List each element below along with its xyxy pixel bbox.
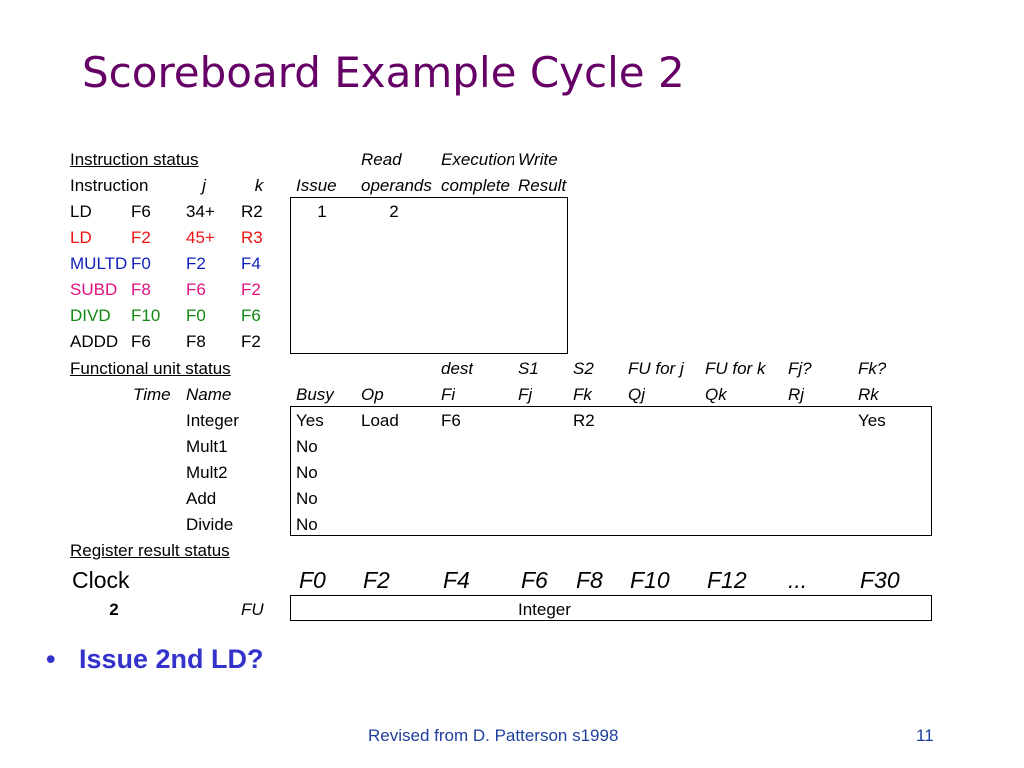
- instruction-cell-issue: 1: [317, 202, 327, 221]
- clock-value: 2: [109, 600, 119, 619]
- fu-cell-busy: No: [296, 463, 318, 482]
- instruction-cell-dest: F2: [131, 228, 151, 247]
- instruction-cell-op: DIVD: [70, 306, 111, 325]
- functional-unit-status-label: Functional unit status: [70, 359, 231, 378]
- col-fu-for-k-header: FU for k: [705, 359, 766, 378]
- register-header: F30: [860, 567, 900, 593]
- col-busy-header: Busy: [296, 385, 334, 404]
- col-qj-header: Qj: [628, 385, 645, 404]
- instruction-cell-j: F8: [186, 332, 206, 351]
- col-issue-header: Issue: [296, 176, 337, 195]
- col-time-header: Time: [133, 385, 171, 404]
- col-write-header-2: Result: [518, 176, 567, 195]
- col-s2-header: S2: [573, 359, 594, 378]
- instruction-cell-op: ADDD: [70, 332, 119, 351]
- col-fu-for-j-header: FU for j: [628, 359, 684, 378]
- clock-label: Clock: [72, 567, 130, 593]
- fu-cell-name: Integer: [186, 411, 239, 430]
- instruction-cell-read: 2: [389, 202, 399, 221]
- col-j-header: j: [202, 176, 206, 195]
- fu-cell-busy: No: [296, 515, 318, 534]
- fu-cell-busy: No: [296, 437, 318, 456]
- col-rk-header: Rk: [858, 385, 879, 404]
- col-qk-header: Qk: [705, 385, 727, 404]
- instruction-cell-op: LD: [70, 228, 92, 247]
- fu-cell-busy: Yes: [296, 411, 324, 430]
- instruction-cell-k: R2: [241, 202, 263, 221]
- instruction-cell-dest: F6: [131, 332, 151, 351]
- col-k-header: k: [254, 176, 264, 195]
- instruction-cell-j: F2: [186, 254, 206, 273]
- instruction-cell-k: F2: [241, 332, 261, 351]
- instruction-cell-dest: F0: [131, 254, 151, 273]
- instruction-cell-k: F4: [241, 254, 261, 273]
- col-fk-header: Fk: [573, 385, 592, 404]
- fu-cell-rk: Yes: [858, 411, 886, 430]
- fu-cell-busy: No: [296, 489, 318, 508]
- fu-label: FU: [241, 600, 264, 619]
- col-fi-header: Fi: [441, 385, 456, 404]
- col-rj-header: Rj: [788, 385, 805, 404]
- register-header: F8: [576, 567, 603, 593]
- col-fk-ready-header: Fk?: [858, 359, 887, 378]
- col-fj-header: Fj: [518, 385, 533, 404]
- slide-title: Scoreboard Example Cycle 2: [82, 48, 685, 97]
- instruction-cell-j: F0: [186, 306, 206, 325]
- register-result-box: [290, 595, 932, 621]
- instruction-cell-op: SUBD: [70, 280, 118, 299]
- bullet-item: • Issue 2nd LD?: [46, 644, 264, 675]
- col-execute-header-2: complete: [441, 176, 510, 195]
- fu-cell-name: Divide: [186, 515, 234, 534]
- col-execute-header: Execution: [441, 150, 514, 169]
- instruction-status-box: [290, 197, 568, 354]
- col-dest-header: dest: [441, 359, 474, 378]
- instruction-cell-op: MULTD: [70, 254, 127, 273]
- instruction-cell-dest: F10: [131, 306, 161, 325]
- col-instruction-header: Instruction: [70, 176, 149, 195]
- register-header: F4: [443, 567, 470, 593]
- instruction-cell-k: R3: [241, 228, 263, 247]
- register-result-status-label: Register result status: [70, 541, 230, 560]
- bullet-dot-icon: •: [46, 644, 56, 674]
- functional-unit-box: [290, 406, 932, 536]
- footer-credit: Revised from D. Patterson s1998: [368, 726, 619, 745]
- bullet-text: Issue 2nd LD?: [79, 644, 264, 674]
- fu-cell-fk: R2: [573, 411, 595, 430]
- instruction-cell-k: F2: [241, 280, 261, 299]
- instruction-cell-dest: F6: [131, 202, 151, 221]
- col-op-header: Op: [361, 385, 384, 404]
- instruction-cell-k: F6: [241, 306, 261, 325]
- register-header: F0: [299, 567, 326, 593]
- instruction-cell-op: LD: [70, 202, 92, 221]
- instruction-cell-j: F6: [186, 280, 206, 299]
- register-header: F2: [363, 567, 390, 593]
- col-read-header: Read: [361, 150, 402, 169]
- fu-cell-name: Add: [186, 489, 217, 508]
- col-write-header: Write: [518, 150, 558, 169]
- fu-cell-fi: F6: [441, 411, 461, 430]
- fu-cell-name: Mult2: [186, 463, 228, 482]
- instruction-cell-j: 45+: [186, 228, 215, 247]
- fu-cell-op: Load: [361, 411, 399, 430]
- page-number: 11: [916, 726, 934, 745]
- register-header: F10: [630, 567, 670, 593]
- col-read-header-2: operands: [361, 176, 432, 195]
- register-header: F6: [521, 567, 548, 593]
- register-header: ...: [788, 567, 808, 593]
- instruction-status-label: Instruction status: [70, 150, 199, 169]
- col-name-header: Name: [186, 385, 232, 404]
- instruction-cell-j: 34+: [186, 202, 215, 221]
- instruction-cell-dest: F8: [131, 280, 151, 299]
- register-header: F12: [707, 567, 747, 593]
- col-fj-ready-header: Fj?: [788, 359, 812, 378]
- fu-cell-name: Mult1: [186, 437, 228, 456]
- register-value: Integer: [518, 600, 571, 619]
- col-s1-header: S1: [518, 359, 539, 378]
